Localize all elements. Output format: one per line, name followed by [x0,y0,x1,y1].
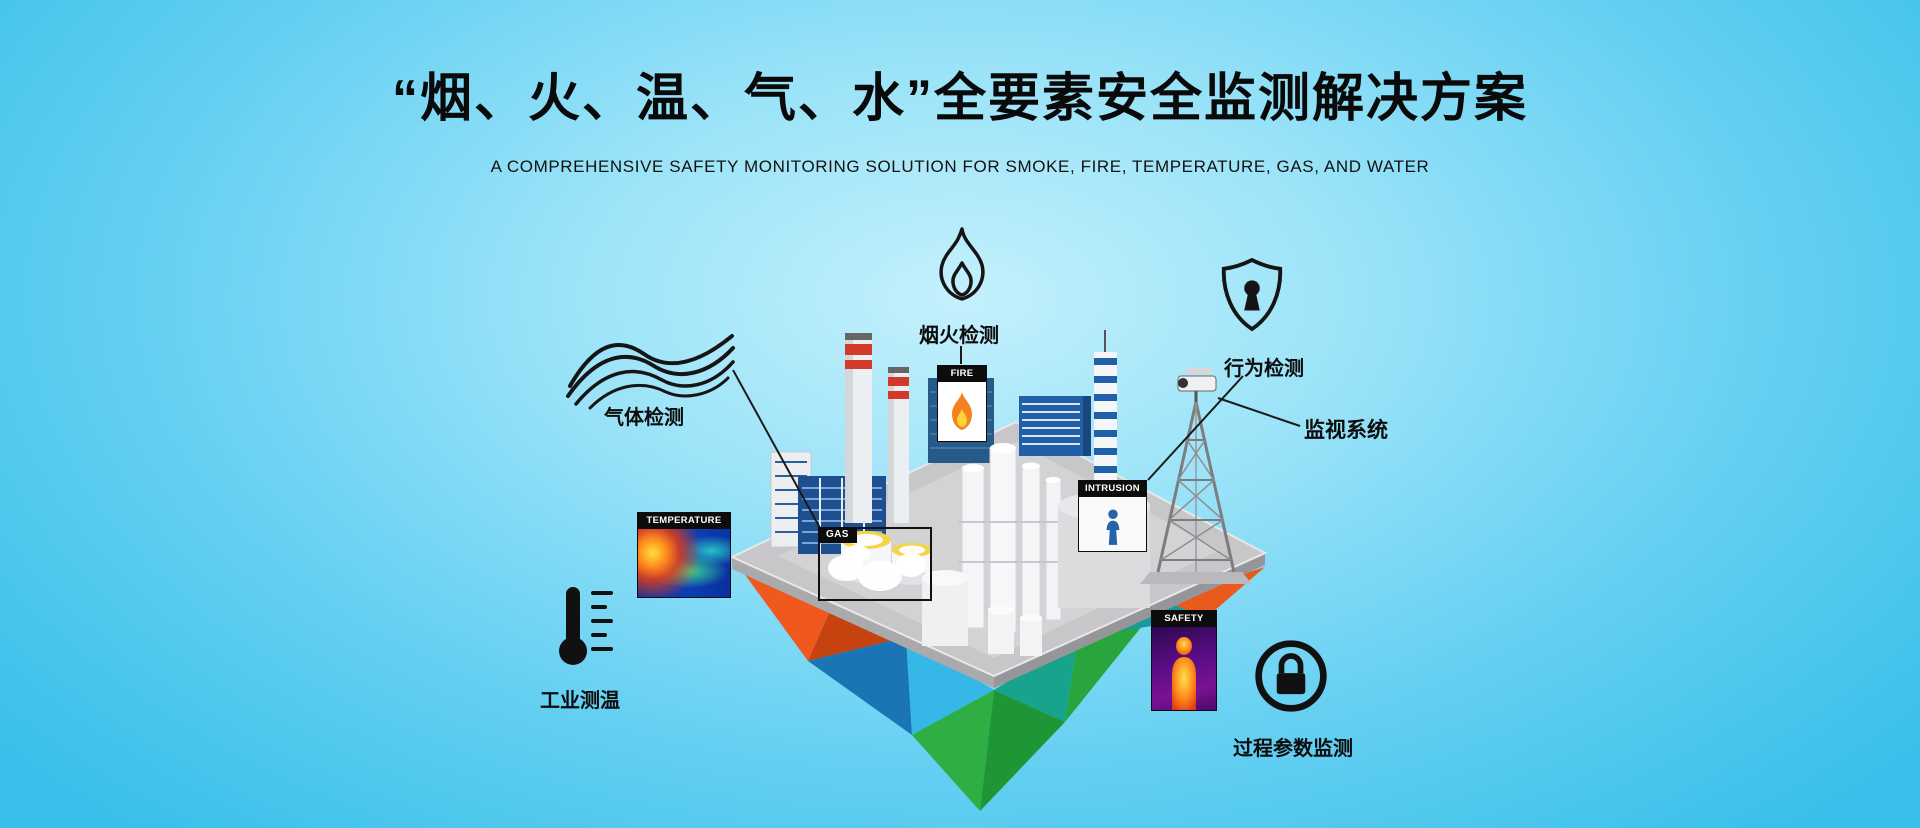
safety-callout: SAFETY [1151,610,1217,711]
flame-icon [922,222,1002,308]
smoke-puff [858,561,902,591]
smoke-puff [896,553,926,577]
gas-detection-label: 气体检测 [604,407,684,429]
fire-image [938,381,986,441]
gas-callout: GAS [818,527,932,601]
page-subtitle: A COMPREHENSIVE SAFETY MONITORING SOLUTI… [490,157,1430,176]
shield-keyhole-icon [1218,256,1286,334]
intrusion-image [1079,496,1146,551]
temperature-callout: TEMPERATURE [637,512,731,598]
surveillance-system-label: 监视系统 [1304,419,1388,442]
gas-callout-label: GAS [818,527,857,543]
thermal-image-temperature [638,528,730,597]
connector-lines [732,346,1301,529]
page-title: “烟、火、温、气、水”全要素安全监测解决方案 [391,70,1528,128]
lattice-tower [1140,401,1252,584]
cctv-camera-icon [1177,368,1217,402]
thermometer-icon [549,583,615,669]
thermal-person-icon [1172,637,1196,710]
fire-flame-icon [952,392,972,431]
process-parameter-monitoring-label: 过程参数监测 [1233,738,1353,760]
fire-callout-label: FIRE [938,366,986,382]
person-icon [1106,509,1119,545]
intrusion-callout-label: INTRUSION [1079,481,1146,497]
behavior-detection-label: 行为检测 [1224,358,1304,380]
safety-callout-label: SAFETY [1152,611,1216,627]
fire-callout: FIRE [937,365,987,442]
industrial-temperature-label: 工业测温 [540,690,620,712]
gas-waves-icon [566,328,736,410]
thermal-image-safety [1152,626,1216,710]
smoke-fire-detection-label: 烟火检测 [919,325,999,347]
intrusion-callout: INTRUSION [1078,480,1147,552]
lock-circle-icon [1252,637,1330,715]
temperature-callout-label: TEMPERATURE [638,513,730,529]
